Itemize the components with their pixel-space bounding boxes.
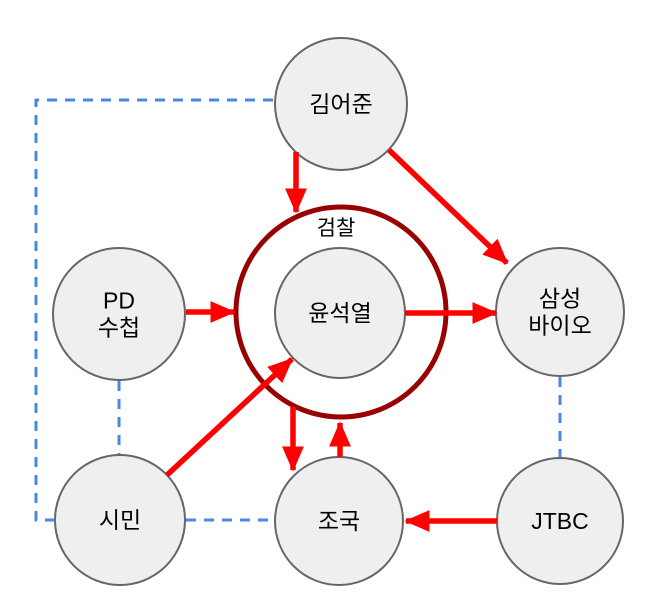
node-citizen: 시민 (54, 454, 186, 586)
node-kim-eojun-circle (274, 37, 408, 171)
node-yoon-seokyeol-label-line: 윤석열 (308, 300, 371, 326)
arrow-kim-eojun-to-samsung-bio (387, 148, 509, 265)
node-jtbc: JTBC (496, 457, 624, 585)
arrow-citizen-to-yoon-seokyeol (165, 356, 294, 478)
node-pd-notebook-label-line: PD (103, 288, 135, 314)
node-cho-kuk-label-line: 조국 (318, 508, 360, 534)
node-kim-eojun-label-line: 김어준 (309, 91, 372, 117)
node-cho-kuk-label: 조국 (318, 508, 360, 534)
node-samsung-bio-label-line: 삼성 (539, 286, 581, 312)
node-yoon-seokyeol-label: 윤석열 (308, 300, 371, 326)
node-kim-eojun: 김어준 (274, 37, 408, 171)
prosecution-ring-label: 검찰 (317, 217, 356, 240)
node-jtbc-label-line: JTBC (531, 508, 589, 534)
node-jtbc-label: JTBC (531, 508, 589, 534)
node-pd-notebook-circle (52, 247, 186, 381)
node-samsung-bio-label-line: 바이오 (528, 313, 591, 339)
node-pd-notebook-label-line: 수첩 (98, 315, 140, 341)
node-cho-kuk: 조국 (274, 456, 404, 586)
dashed-link-kim-eojun-citizen (34, 98, 273, 522)
node-citizen-label: 시민 (99, 507, 141, 533)
node-kim-eojun-label: 김어준 (309, 91, 372, 117)
node-citizen-label-line: 시민 (99, 507, 141, 533)
node-yoon-seokyeol: 윤석열 (274, 247, 406, 379)
